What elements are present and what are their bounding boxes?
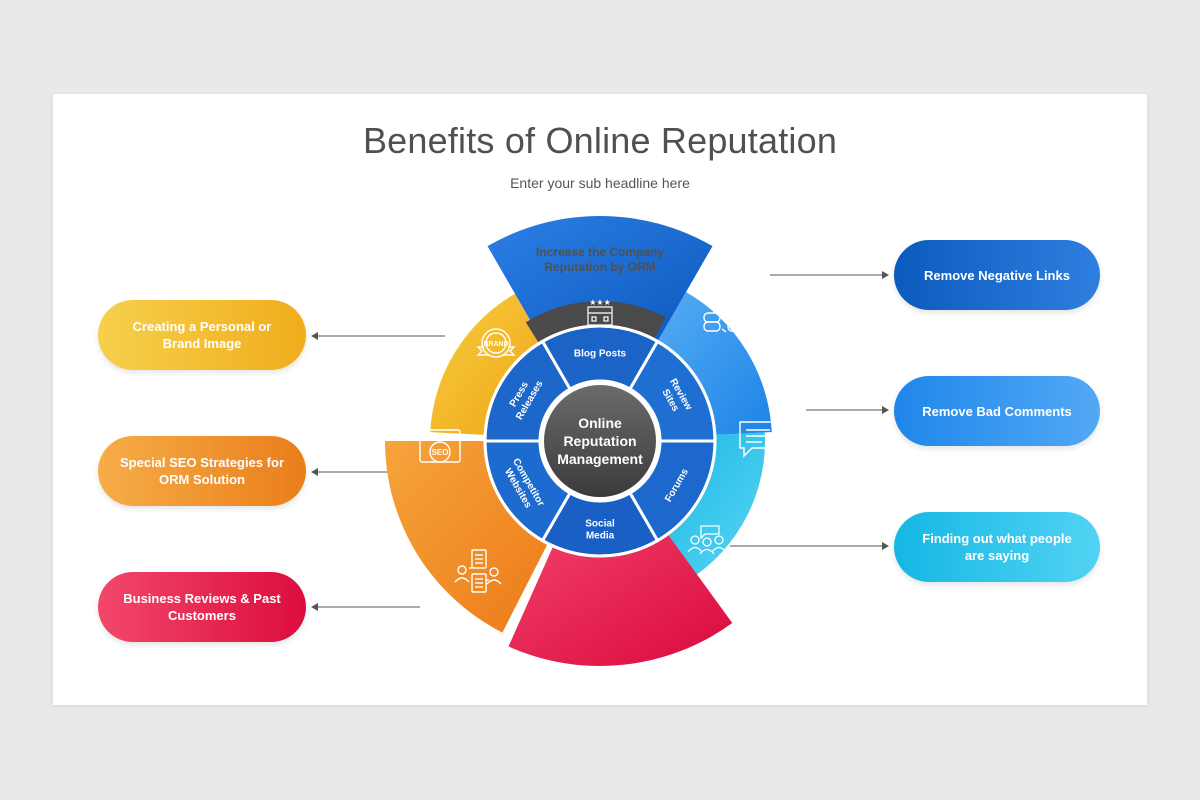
pill-label: Special SEO Strategies for ORM Solution (120, 455, 285, 487)
pill-label: Remove Negative Links (924, 267, 1070, 283)
pill-remove-bad-comments[interactable]: Remove Bad Comments (894, 376, 1100, 446)
business-review-icon (454, 549, 502, 593)
pill-seo-strategies[interactable]: Special SEO Strategies for ORM Solution (98, 436, 306, 506)
pill-label: Remove Bad Comments (922, 403, 1072, 419)
broken-link-icon (703, 295, 745, 333)
page-title: Benefits of Online Reputation (362, 120, 838, 161)
petal-finding-out (654, 432, 765, 580)
pill-label: Finding out what people are saying (922, 531, 1072, 563)
ring-segment-label: Blog Posts (574, 349, 627, 360)
petal-remove-bad-comments (650, 292, 772, 436)
seo-icon: SEO (419, 429, 461, 463)
svg-text:SEO: SEO (432, 448, 449, 457)
remove-comment-icon (739, 421, 782, 458)
petal-business-reviews (508, 521, 733, 666)
pill-finding-out[interactable]: Finding out what people are saying (894, 512, 1100, 582)
top-label: Increase the Company Reputation by ORM (535, 245, 665, 274)
center-circle (540, 381, 660, 501)
pill-label: Creating a Personal or Brand Image (132, 319, 272, 351)
ring-border (483, 324, 717, 558)
page-subtitle: Enter your sub headline here (510, 175, 690, 191)
pill-business-reviews[interactable]: Business Reviews & Past Customers (98, 572, 306, 642)
brand-badge-icon: BRAND (476, 328, 516, 358)
pill-remove-negative-links[interactable]: Remove Negative Links (894, 240, 1100, 310)
petal-brand-image (430, 293, 550, 436)
svg-text:BRAND: BRAND (483, 341, 508, 348)
pill-brand-image[interactable]: Creating a Personal or Brand Image (98, 300, 306, 370)
pill-label: Business Reviews & Past Customers (123, 591, 281, 623)
svg-text:★★★: ★★★ (589, 298, 611, 307)
people-icon (687, 525, 727, 555)
